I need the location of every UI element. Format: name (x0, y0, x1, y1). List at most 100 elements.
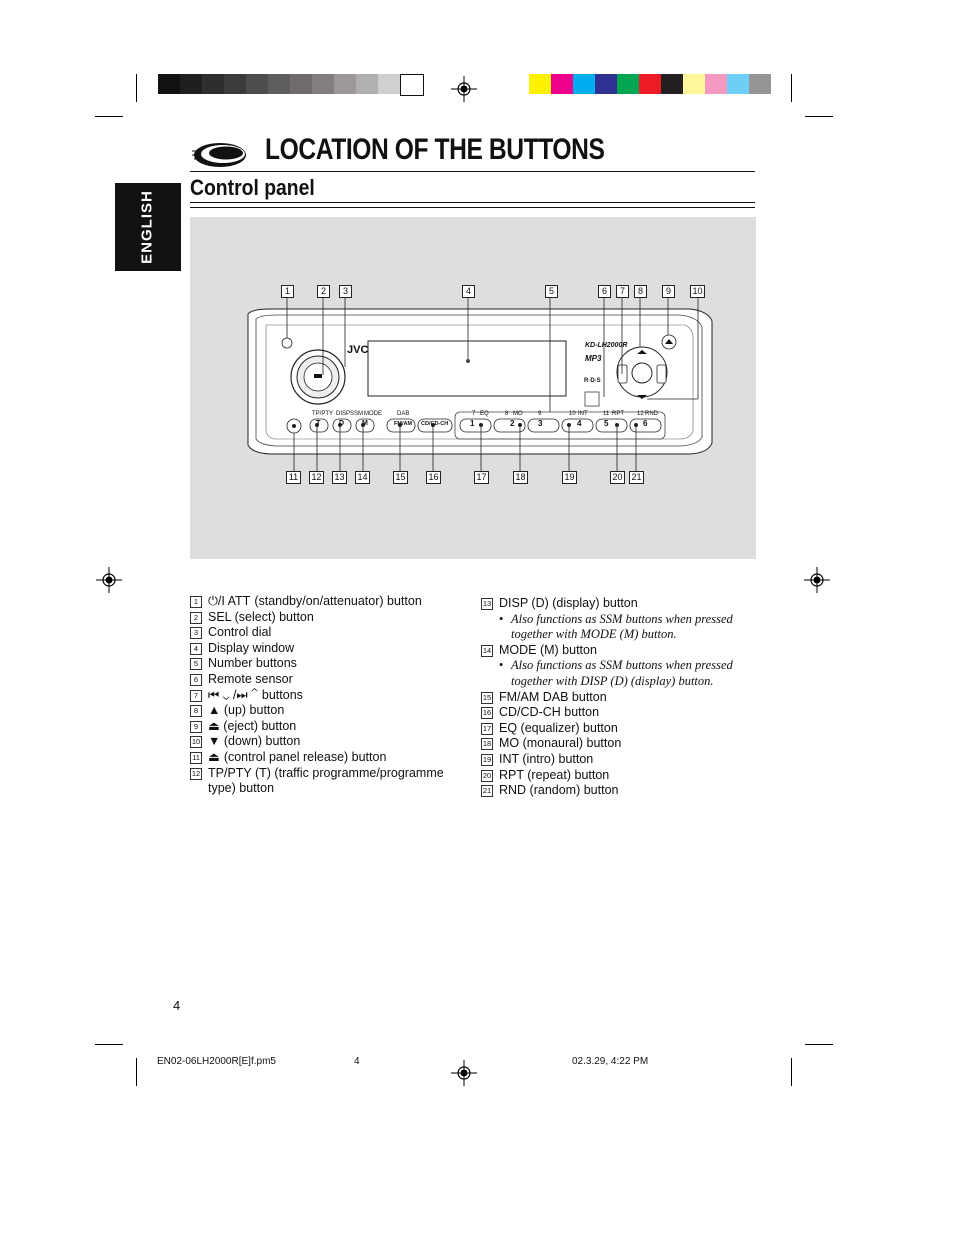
language-tab (115, 183, 181, 271)
callout-5: 5 (545, 285, 558, 298)
callout-3: 3 (339, 285, 352, 298)
eq-label: EQ (480, 411, 489, 417)
tp-pty-label: TP/PTY (312, 411, 334, 417)
item-text: (control panel release) button (223, 749, 387, 764)
item-text: DISP (D) (display) button (499, 596, 638, 610)
item-number: 13 (481, 598, 493, 610)
item-text: TP/PTY (T) (traffic programme/programme … (208, 765, 444, 796)
item-number: 1 (190, 596, 202, 608)
item-text: ▼ (down) button (208, 734, 301, 749)
item-number: 5 (190, 658, 202, 671)
color-swatch (551, 74, 573, 94)
registration-mark-right (804, 567, 830, 593)
callout-10: 10 (690, 285, 705, 298)
color-swatch (529, 74, 551, 94)
model-label: KD-LH2000R (585, 342, 628, 349)
preset-11-label: 11 (603, 411, 610, 417)
registration-mark-left (96, 567, 122, 593)
preset-8-label: 8 (505, 411, 509, 417)
item-number: 9 (190, 720, 202, 733)
rpt-label: RPT (612, 411, 624, 417)
list-item: 7⏮ ⌄ /⏭ ⌃buttons (190, 688, 460, 704)
preset-7-label: 7 (472, 411, 476, 417)
callout-20: 20 (610, 471, 625, 484)
gray-swatch (334, 74, 356, 94)
item-text: MODE (M) button (499, 642, 597, 657)
list-item: 5 Number buttons (190, 656, 460, 672)
d-button-label: D (339, 420, 345, 427)
disp-label: DISP (336, 411, 351, 417)
item-number: 16 (481, 707, 493, 720)
callout-1: 1 (281, 285, 294, 298)
color-swatch (661, 74, 683, 94)
footer-timestamp: 02.3.29, 4:22 PM (572, 1056, 649, 1067)
item-text: SEL (select) button (208, 609, 314, 624)
item-number: 17 (481, 722, 493, 735)
item-number: 8 (190, 705, 202, 718)
mo-label: MO (513, 411, 523, 417)
item-number: 11 (190, 751, 202, 764)
t-button-label: T (316, 420, 321, 427)
subtitle-rule (190, 202, 755, 208)
item-text: Remote sensor (208, 671, 293, 686)
language-tab-label: ENGLISH (138, 190, 156, 264)
item-symbol: ⏻/I ATT (208, 594, 251, 608)
callout-8: 8 (634, 285, 647, 298)
section-heading: Control panel (190, 175, 315, 200)
item-number: 18 (481, 738, 493, 751)
item-text: ▲ (up) button (208, 703, 285, 718)
list-item: 11⏏(control panel release) button (190, 750, 460, 766)
item-text: Number buttons (208, 656, 297, 671)
cd-button-label: CD/CD-CH (421, 421, 449, 427)
callout-16: 16 (426, 471, 441, 484)
gray-swatch (180, 74, 202, 94)
color-swatch (749, 74, 771, 94)
gray-swatch (290, 74, 312, 94)
item-text: buttons (261, 687, 303, 702)
item-text: Control dial (208, 625, 272, 640)
list-item: 10▼ (down) button (190, 734, 460, 750)
gray-swatch (202, 74, 224, 94)
item-text: Display window (208, 640, 295, 655)
item-number: 6 (190, 673, 202, 686)
mp3-label: MP3 (585, 354, 602, 363)
callout-17: 17 (474, 471, 489, 484)
color-swatch (573, 74, 595, 94)
callout-18: 18 (513, 471, 528, 484)
color-swatch (595, 74, 617, 94)
preset-2-label: 2 (510, 419, 515, 428)
dab-label: DAB (397, 411, 410, 417)
gray-swatch (356, 74, 378, 94)
color-swatch (639, 74, 661, 94)
list-item: 6 Remote sensor (190, 672, 460, 688)
fm-am-button-label: FM/AM (394, 421, 413, 427)
gray-swatch (400, 74, 424, 96)
ssm-label: SSM (350, 411, 364, 417)
page-title: LOCATION OF THE BUTTONS (265, 133, 605, 166)
gray-swatch (158, 74, 180, 94)
preset-6-label: 6 (643, 419, 648, 428)
item-number: 20 (481, 769, 493, 782)
callout-15: 15 (393, 471, 408, 484)
preset-10-label: 10 (569, 411, 576, 417)
rds-label: R·D·S (584, 378, 601, 384)
callout-7: 7 (616, 285, 629, 298)
preset-3-label: 3 (538, 419, 543, 428)
gray-swatch (378, 74, 400, 94)
gray-swatch (246, 74, 268, 94)
item-text: FM/AM DAB button (499, 689, 607, 704)
callout-13: 13 (332, 471, 347, 484)
callout-12: 12 (309, 471, 324, 484)
callout-4: 4 (462, 285, 475, 298)
preset-5-label: 5 (604, 419, 609, 428)
preset-12-label: 12 (637, 411, 644, 417)
